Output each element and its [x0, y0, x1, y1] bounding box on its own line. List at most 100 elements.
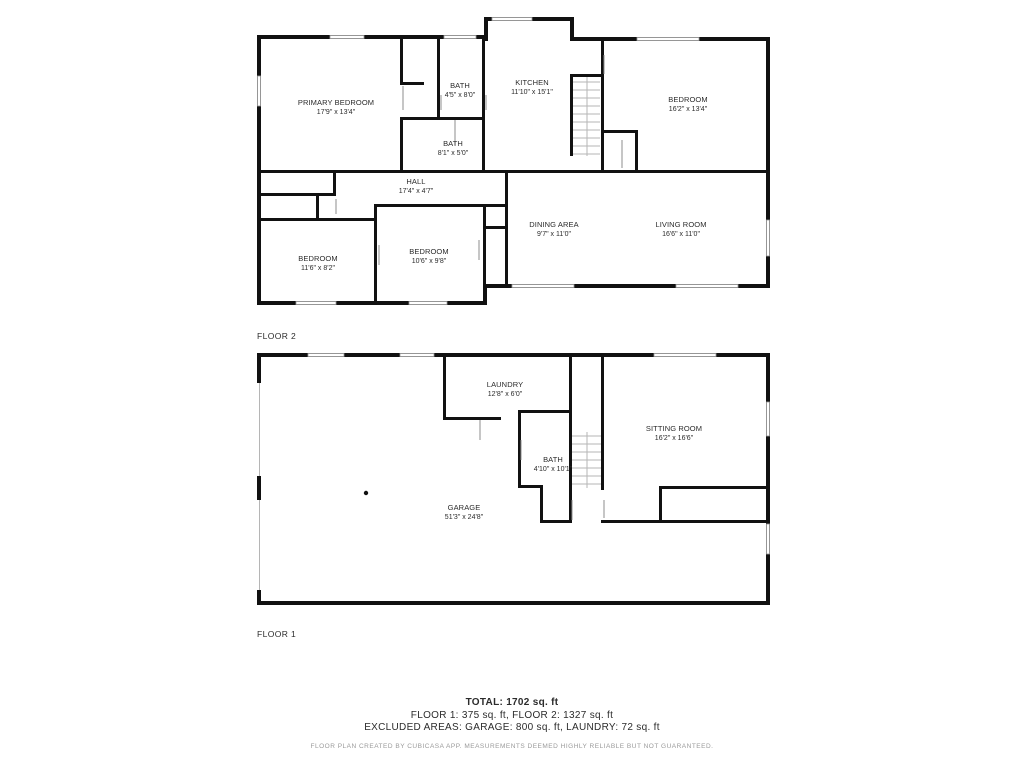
wall: [443, 357, 446, 420]
room-dimensions: 11'10" x 15'1": [511, 89, 553, 96]
wall: [540, 485, 543, 523]
door-swing: [479, 420, 605, 520]
room-name: PRIMARY BEDROOM: [298, 98, 374, 107]
wall: [540, 520, 572, 523]
window: [307, 353, 345, 357]
room-name: GARAGE: [448, 503, 481, 512]
wall: [374, 204, 377, 305]
wall: [261, 218, 377, 221]
wall: [443, 417, 501, 420]
wall: [505, 173, 508, 286]
window: [766, 219, 770, 257]
floor-1-label: FLOOR 1: [257, 629, 297, 639]
wall: [483, 284, 508, 288]
room-dimensions: 4'5" x 8'0": [445, 92, 476, 99]
window: [399, 353, 435, 357]
wall: [483, 204, 507, 207]
room-dimensions: 8'1" x 5'0": [438, 150, 469, 157]
room-dimensions: 16'6" x 11'0": [662, 231, 700, 238]
window: [766, 523, 770, 555]
wall: [518, 485, 543, 488]
floor-areas: FLOOR 1: 375 sq. ft, FLOOR 2: 1327 sq. f…: [410, 709, 614, 721]
window: [653, 353, 717, 357]
room-dimensions: 9'7" x 11'0": [537, 231, 571, 238]
room-dimensions: 10'6" x 9'8": [412, 258, 447, 265]
window: [491, 17, 533, 21]
room-dimensions: 11'6" x 8'2": [301, 265, 335, 272]
window: [766, 401, 770, 437]
wall: [601, 41, 604, 173]
room-name: LIVING ROOM: [655, 220, 706, 229]
room-dimensions: 51'3" x 24'8": [445, 514, 484, 521]
wall: [437, 39, 440, 119]
wall: [766, 353, 770, 605]
wall: [316, 193, 319, 218]
wall: [257, 35, 486, 39]
disclaimer: FLOOR PLAN CREATED BY CUBICASA APP. MEAS…: [310, 743, 714, 750]
window: [636, 37, 700, 41]
room-name: KITCHEN: [515, 78, 549, 87]
excluded-areas: EXCLUDED AREAS: GARAGE: 800 sq. ft, LAUN…: [364, 722, 660, 733]
wall: [483, 226, 507, 229]
room-dimensions: 16'2" x 13'4": [669, 106, 708, 113]
wall: [570, 74, 573, 156]
room-name: BEDROOM: [298, 254, 337, 263]
room-name: BATH: [450, 81, 470, 90]
floor-1-plan: LAUNDRY 12'8" x 6'0" BATH 4'10" x 10'1" …: [257, 353, 770, 605]
room-name: BEDROOM: [409, 247, 448, 256]
wall: [400, 39, 403, 85]
area-totals: TOTAL: 1702 sq. ft FLOOR 1: 375 sq. ft, …: [0, 697, 1024, 735]
wall: [483, 204, 486, 286]
garage-fixture: [363, 490, 369, 496]
room-dimensions: 4'10" x 10'1": [534, 466, 573, 473]
room-name: BATH: [443, 139, 463, 148]
room-name: LAUNDRY: [487, 380, 523, 389]
room-name: SITTING ROOM: [646, 424, 702, 433]
wall: [261, 193, 336, 196]
room-dimensions: 17'9" x 13'4": [317, 109, 356, 116]
wall: [506, 284, 770, 288]
room-dimensions: 16'2" x 16'6": [655, 435, 694, 442]
wall: [400, 117, 485, 120]
wall: [484, 17, 488, 41]
wall: [482, 39, 485, 173]
wall: [374, 204, 486, 207]
wall: [400, 82, 424, 85]
wall: [570, 17, 574, 41]
staircase: [572, 432, 601, 488]
wall: [570, 74, 601, 77]
wall: [483, 284, 487, 305]
wall: [257, 301, 486, 305]
room-dimensions: 12'8" x 6'0": [488, 391, 523, 398]
wall: [601, 520, 768, 523]
staircase: [573, 77, 600, 156]
wall: [601, 357, 604, 490]
door-swing: [335, 55, 623, 265]
wall: [257, 476, 261, 500]
wall: [659, 486, 768, 489]
wall: [518, 410, 521, 488]
wall: [333, 170, 336, 194]
wall: [257, 353, 770, 357]
wall: [261, 170, 769, 173]
wall: [659, 486, 662, 523]
window: [257, 75, 261, 107]
wall: [604, 130, 638, 133]
room-name: BATH: [543, 455, 563, 464]
window: [329, 35, 365, 39]
wall: [518, 410, 570, 413]
wall: [569, 357, 572, 523]
wall: [257, 601, 770, 605]
window: [295, 301, 337, 305]
wall: [766, 37, 770, 288]
total-area: TOTAL: 1702 sq. ft: [465, 697, 559, 708]
floor-2-label: FLOOR 2: [257, 331, 297, 341]
wall: [569, 383, 572, 386]
wall: [257, 35, 261, 305]
window: [675, 284, 739, 288]
wall: [257, 353, 261, 383]
wall: [635, 130, 638, 173]
room-name: DINING AREA: [529, 220, 578, 229]
room-name: HALL: [406, 177, 425, 186]
